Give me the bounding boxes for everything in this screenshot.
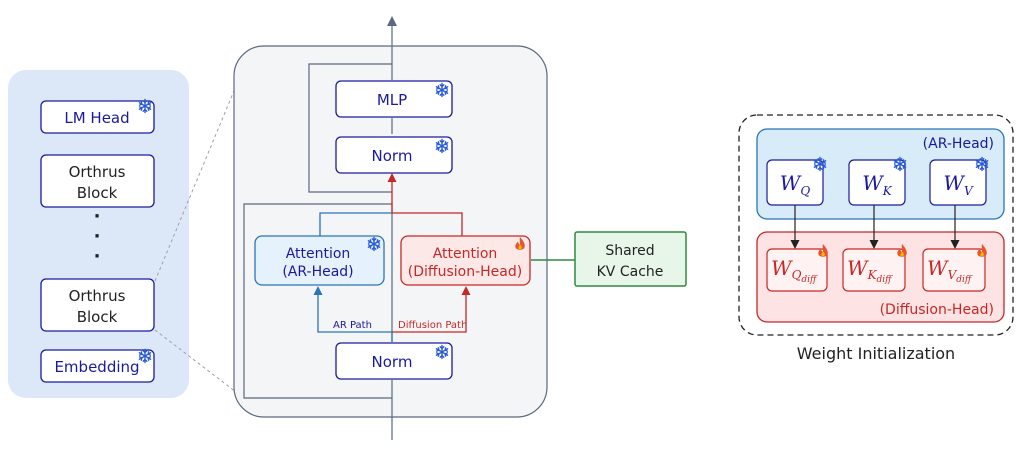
residual-skip-mlp (308, 63, 392, 193)
weight-subscript: Q (800, 184, 810, 198)
mlp-label: MLP (377, 91, 407, 109)
lm-head-label: LM Head (64, 109, 129, 127)
weight-symbol: W (771, 256, 793, 280)
weight-wk-label: WK (862, 171, 893, 198)
ar-path-label: AR Path (333, 320, 372, 331)
orthrus-block-top-line1: Orthrus (69, 163, 126, 181)
weight-symbol: W (862, 171, 884, 195)
attention-diffusion-head-box: Attention (Diffusion-Head) (400, 235, 531, 286)
weight-subsubscript: diff (877, 275, 894, 285)
ar-path-line (313, 286, 393, 342)
norm-top-label: Norm (372, 147, 413, 165)
orthrus-block-panel (233, 45, 548, 418)
weight-subscript: V (948, 268, 958, 282)
weight-wv-box: WV (929, 156, 989, 206)
diffusion-path-line (392, 286, 471, 333)
zoom-line-top (154, 85, 237, 282)
mlp-box: MLP (335, 80, 453, 118)
weight-symbol: W (780, 171, 802, 195)
ellipsis-dot: · (94, 226, 101, 247)
ellipsis-dot: · (94, 246, 101, 267)
weight-wv-label: WV (943, 171, 974, 198)
weight-wq-box: WQ (766, 156, 827, 206)
ellipsis-dot: · (94, 206, 101, 227)
orthrus-block-bottom-line1: Orthrus (69, 287, 126, 305)
weight-wv-diff-label: WVdiff (927, 256, 973, 285)
attention-ar-line1: Attention (286, 246, 351, 262)
ar-head-output-line (319, 212, 392, 236)
diff-head-output-line (392, 212, 463, 236)
kv-cache-line1: Shared (605, 243, 654, 259)
weight-wq-diff-label: WQdiff (771, 256, 818, 285)
weight-subscript: K (882, 184, 893, 198)
zoom-line-bottom (154, 329, 237, 393)
residual-skip-attention (243, 203, 392, 399)
orthrus-block-detail: MLP Norm Attention (AR-Head) Attention (… (233, 16, 548, 440)
attention-diff-line1: Attention (433, 246, 498, 262)
orthrus-block-top-box: Orthrus Block (40, 154, 155, 208)
embedding-label: Embedding (54, 358, 139, 376)
model-stack: LM Head Orthrus Block · · · Orthrus Bloc… (8, 70, 189, 398)
weight-symbol: W (927, 256, 949, 280)
weight-initialization-panel: (AR-Head) (Diffusion-Head) WQ WK WV WQdi… (738, 114, 1014, 363)
diffusion-path-label: Diffusion Path (398, 320, 467, 331)
orthrus-block-bottom-line2: Block (77, 308, 118, 326)
norm-bottom-label: Norm (372, 353, 413, 371)
shared-kv-cache-box: Shared KV Cache (574, 231, 687, 287)
embedding-box: Embedding (40, 348, 155, 383)
attention-ar-head-box: Attention (AR-Head) (254, 235, 385, 286)
weight-subscript: Q (792, 268, 802, 282)
orthrus-block-top-line2: Block (77, 184, 118, 202)
weight-symbol: W (943, 171, 965, 195)
weight-subsubscript: diff (801, 275, 818, 285)
weight-wk-diff-label: WKdiff (847, 256, 893, 285)
weight-symbol: W (847, 256, 869, 280)
weight-wq-label: WQ (780, 171, 811, 198)
weight-wk-diff-box: WKdiff (842, 244, 907, 292)
ar-head-group-label: (AR-Head) (923, 136, 994, 152)
weight-wq-diff-box: WQdiff (766, 244, 828, 292)
weight-subscript: K (867, 268, 878, 282)
weight-wv-diff-box: WVdiff (922, 244, 987, 292)
stack-ellipsis: · · · (94, 206, 101, 267)
lm-head-box: LM Head (40, 98, 155, 134)
weight-subscript: V (964, 184, 974, 198)
attention-ar-line2: (AR-Head) (282, 264, 353, 280)
weight-init-caption: Weight Initialization (797, 344, 955, 363)
weight-wk-box: WK (848, 156, 907, 206)
kv-cache-line2: KV Cache (597, 264, 664, 280)
diffusion-head-group-label: (Diffusion-Head) (880, 302, 994, 318)
attention-diff-line2: (Diffusion-Head) (408, 264, 522, 280)
weight-subsubscript: diff (956, 275, 973, 285)
norm-bottom-box: Norm (335, 342, 453, 380)
norm-top-box: Norm (335, 136, 453, 174)
orthrus-block-bottom-box: Orthrus Block (40, 278, 155, 332)
